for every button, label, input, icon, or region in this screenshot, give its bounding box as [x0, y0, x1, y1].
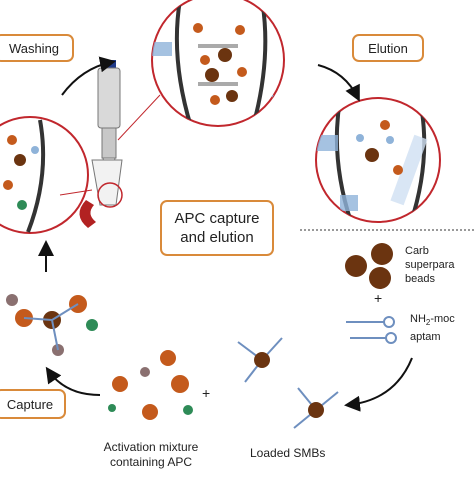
zoom-circle-right — [315, 97, 441, 223]
aptamer-label: NH2-moc aptam — [410, 312, 455, 344]
activation-mixture-line1: Activation mixture — [103, 440, 199, 454]
center-title-box: APC capture and elution — [160, 200, 274, 256]
zoom-connector-top — [117, 94, 161, 141]
aptamer-label-nh: NH — [410, 313, 426, 325]
aptamer-label-line2: aptam — [410, 331, 441, 344]
plus-sign-right: + — [374, 290, 383, 306]
activation-mixture-line2: containing APC — [109, 455, 193, 469]
beads-label: Carb superpara beads — [405, 244, 455, 286]
zoom-circle-top — [151, 0, 285, 127]
arrow-washing-to-top — [61, 56, 116, 96]
washing-label: Washing — [0, 34, 74, 62]
aptamer-icon — [346, 316, 397, 344]
center-title-line2: and elution — [180, 229, 254, 246]
beads-label-line1: Carb — [405, 245, 429, 257]
beads-icon — [345, 243, 393, 289]
loaded-smbs-label: Loaded SMBs — [250, 446, 326, 460]
aptamer-label-suffix: -moc — [430, 313, 455, 325]
loaded-smbs-icon — [237, 337, 339, 429]
capture-complex-icon — [6, 294, 98, 356]
beads-label-line2: superpara — [405, 259, 455, 271]
arrow-mixture-to-capture — [45, 366, 101, 396]
capture-label: Capture — [0, 389, 66, 419]
arrow-reagents-to-smbs — [344, 357, 413, 412]
aptamer-label-sub: 2 — [425, 318, 431, 328]
activation-mixture-label: Activation mixture containing APC — [86, 440, 216, 470]
arrow-top-to-elution — [317, 64, 360, 102]
zoom-circle-left — [0, 116, 89, 234]
zoom-connector-left — [59, 189, 93, 196]
activation-mixture-icon — [108, 350, 193, 420]
beads-label-line3: beads — [405, 273, 435, 285]
tube-with-magnet-icon — [79, 159, 123, 228]
center-title-line1: APC capture — [174, 210, 260, 227]
elution-label: Elution — [352, 34, 424, 62]
plus-sign-bottom: + — [202, 385, 211, 401]
